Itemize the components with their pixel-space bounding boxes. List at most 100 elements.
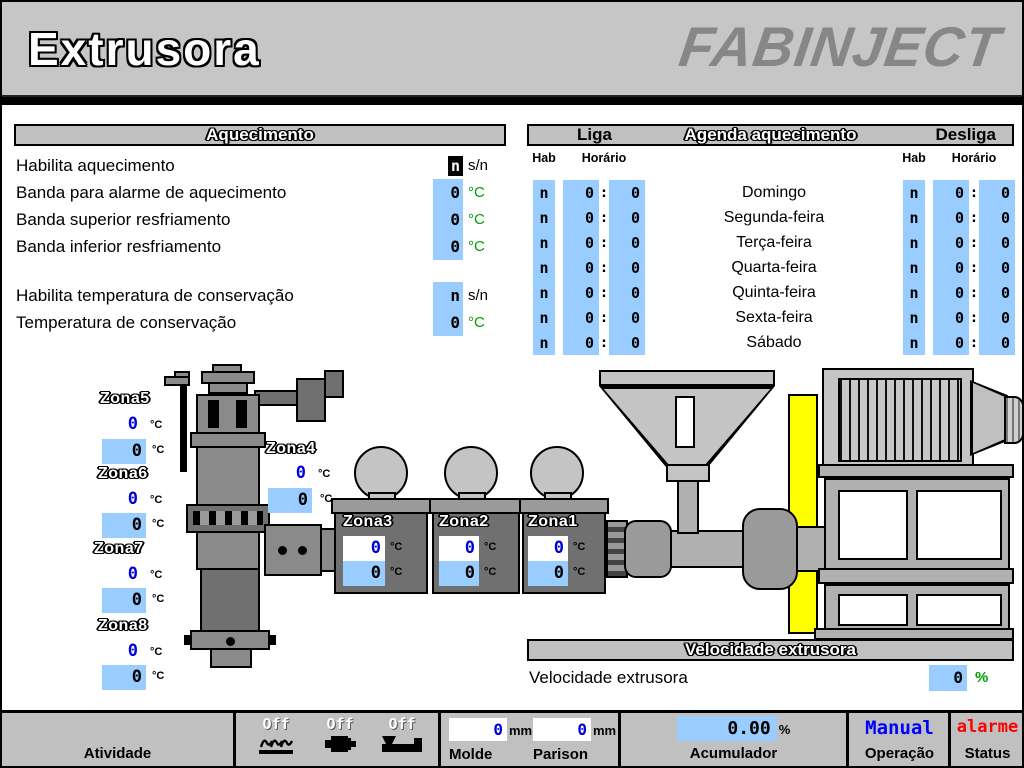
aquecimento-row: Temperatura de conservação 0 °C <box>16 309 506 336</box>
liga-hab-field[interactable]: n <box>533 230 555 255</box>
motor-body <box>822 368 974 468</box>
banda-alarme-field[interactable]: 0 <box>450 183 460 202</box>
desliga-hab-field[interactable]: n <box>903 180 925 205</box>
liga-hour-field[interactable]: 0 <box>563 280 599 305</box>
liga-min-field[interactable]: 0 <box>609 205 645 230</box>
desliga-hour-field[interactable]: 0 <box>933 330 969 355</box>
liga-hab-field[interactable]: n <box>533 205 555 230</box>
agenda-day-label: Sábado <box>746 333 802 351</box>
spacer <box>16 260 506 282</box>
zone-sp-field[interactable]: 0 <box>102 513 146 538</box>
liga-hab-field[interactable]: n <box>533 280 555 305</box>
desliga-hour-field[interactable]: 0 <box>933 255 969 280</box>
liga-hour-field[interactable]: 0 <box>563 230 599 255</box>
machine-part <box>200 568 260 632</box>
spacer <box>925 180 933 205</box>
desliga-hour-field[interactable]: 0 <box>933 305 969 330</box>
banda-inferior-field[interactable]: 0 <box>450 237 460 256</box>
liga-min-field[interactable]: 0 <box>609 180 645 205</box>
desliga-hab-field[interactable]: n <box>903 305 925 330</box>
liga-hour-field[interactable]: 0 <box>563 305 599 330</box>
heater-off-label: Off <box>262 715 290 733</box>
spacer <box>555 280 563 305</box>
desliga-hour-field[interactable]: 0 <box>933 280 969 305</box>
coupling <box>624 520 672 578</box>
banda-superior-field[interactable]: 0 <box>450 210 460 229</box>
liga-hour-field[interactable]: 0 <box>563 255 599 280</box>
machine-part <box>296 378 326 422</box>
zone-sp-unit: °C <box>152 670 165 682</box>
off-indicators-cell: Off Off Off <box>236 713 438 766</box>
row-label: Banda para alarme de aquecimento <box>16 182 287 202</box>
carriage-toggle[interactable]: Off <box>374 715 430 760</box>
liga-hab-field[interactable]: n <box>533 180 555 205</box>
operacao-cell[interactable]: Manual Operação <box>851 713 948 766</box>
desliga-hab-field[interactable]: n <box>903 205 925 230</box>
zone-pv-field: 0 <box>343 536 385 561</box>
liga-hab-field[interactable]: n <box>533 330 555 355</box>
row-unit: °C <box>468 238 485 255</box>
status-cell[interactable]: alarme Status <box>951 713 1024 766</box>
desliga-min-field[interactable]: 0 <box>979 280 1015 305</box>
row-unit: °C <box>468 184 485 201</box>
liga-hour-field[interactable]: 0 <box>563 330 599 355</box>
desliga-min-field[interactable]: 0 <box>979 230 1015 255</box>
desliga-hour-field[interactable]: 0 <box>933 205 969 230</box>
velocidade-field[interactable]: 0 <box>929 664 967 691</box>
fan <box>354 446 408 500</box>
desliga-min-field[interactable]: 0 <box>979 330 1015 355</box>
liga-hour-field[interactable]: 0 <box>563 180 599 205</box>
machine-part <box>196 394 260 434</box>
zone-pv-unit: °C <box>318 468 331 480</box>
desliga-min-field[interactable]: 0 <box>979 180 1015 205</box>
acumulador-value-field[interactable]: 0.00 <box>676 716 777 741</box>
heater-toggle[interactable]: Off <box>248 715 304 760</box>
zone-sp-field[interactable]: 0 <box>268 488 312 513</box>
liga-min-field[interactable]: 0 <box>609 280 645 305</box>
agenda-day-label: Quarta-feira <box>731 258 817 276</box>
liga-min-field[interactable]: 0 <box>609 305 645 330</box>
zone-label: Zona1 <box>528 513 578 530</box>
motor-toggle[interactable]: Off <box>312 715 368 760</box>
desliga-min-field[interactable]: 0 <box>979 305 1015 330</box>
habilita-aquecimento-field[interactable]: n <box>448 155 463 176</box>
liga-hour-field[interactable]: 0 <box>563 205 599 230</box>
spacer <box>925 305 933 330</box>
desliga-min-field[interactable]: 0 <box>979 205 1015 230</box>
zone-sp-field[interactable]: 0 <box>102 665 146 690</box>
liga-min-field[interactable]: 0 <box>609 255 645 280</box>
liga-hab-field[interactable]: n <box>533 305 555 330</box>
desliga-hab-field[interactable]: n <box>903 230 925 255</box>
liga-min-field[interactable]: 0 <box>609 230 645 255</box>
zone-sp-field[interactable]: 0 <box>528 561 568 586</box>
machine-part <box>324 370 344 398</box>
liga-min-field[interactable]: 0 <box>609 330 645 355</box>
zone-sp-field[interactable]: 0 <box>102 439 146 464</box>
spacer <box>925 280 933 305</box>
atividade-cell[interactable]: Atividade <box>2 713 233 766</box>
zone-sp-field[interactable]: 0 <box>439 561 479 586</box>
zone-sp-field[interactable]: 0 <box>343 561 385 586</box>
temperatura-conservacao-field[interactable]: 0 <box>450 313 460 332</box>
desliga-hab-field[interactable]: n <box>903 330 925 355</box>
desliga-hour-field[interactable]: 0 <box>933 180 969 205</box>
coupling <box>742 508 798 590</box>
velocidade-title: Velocidade extrusora <box>684 640 857 659</box>
fan <box>444 446 498 500</box>
desliga-min-field[interactable]: 0 <box>979 255 1015 280</box>
divider <box>438 713 441 766</box>
desliga-hab-field[interactable]: n <box>903 280 925 305</box>
status-value: alarme <box>956 717 1019 737</box>
gearbox <box>1004 396 1024 444</box>
zone-label: Zona8 <box>98 617 148 634</box>
liga-hab-field[interactable]: n <box>533 255 555 280</box>
zone-sp-unit: °C <box>152 518 165 530</box>
agenda-horario-col-label: Horário <box>581 151 627 165</box>
aquecimento-row: Banda superior resfriamento 0 °C <box>16 206 506 233</box>
agenda-row: n 0 : 0 Terça-feira n 0 : 0 <box>533 230 1015 255</box>
zone-sp-field[interactable]: 0 <box>102 588 146 613</box>
habilita-conservacao-field[interactable]: n <box>450 286 460 305</box>
velocidade-row: Velocidade extrusora 0 % <box>529 664 1005 691</box>
desliga-hab-field[interactable]: n <box>903 255 925 280</box>
desliga-hour-field[interactable]: 0 <box>933 230 969 255</box>
